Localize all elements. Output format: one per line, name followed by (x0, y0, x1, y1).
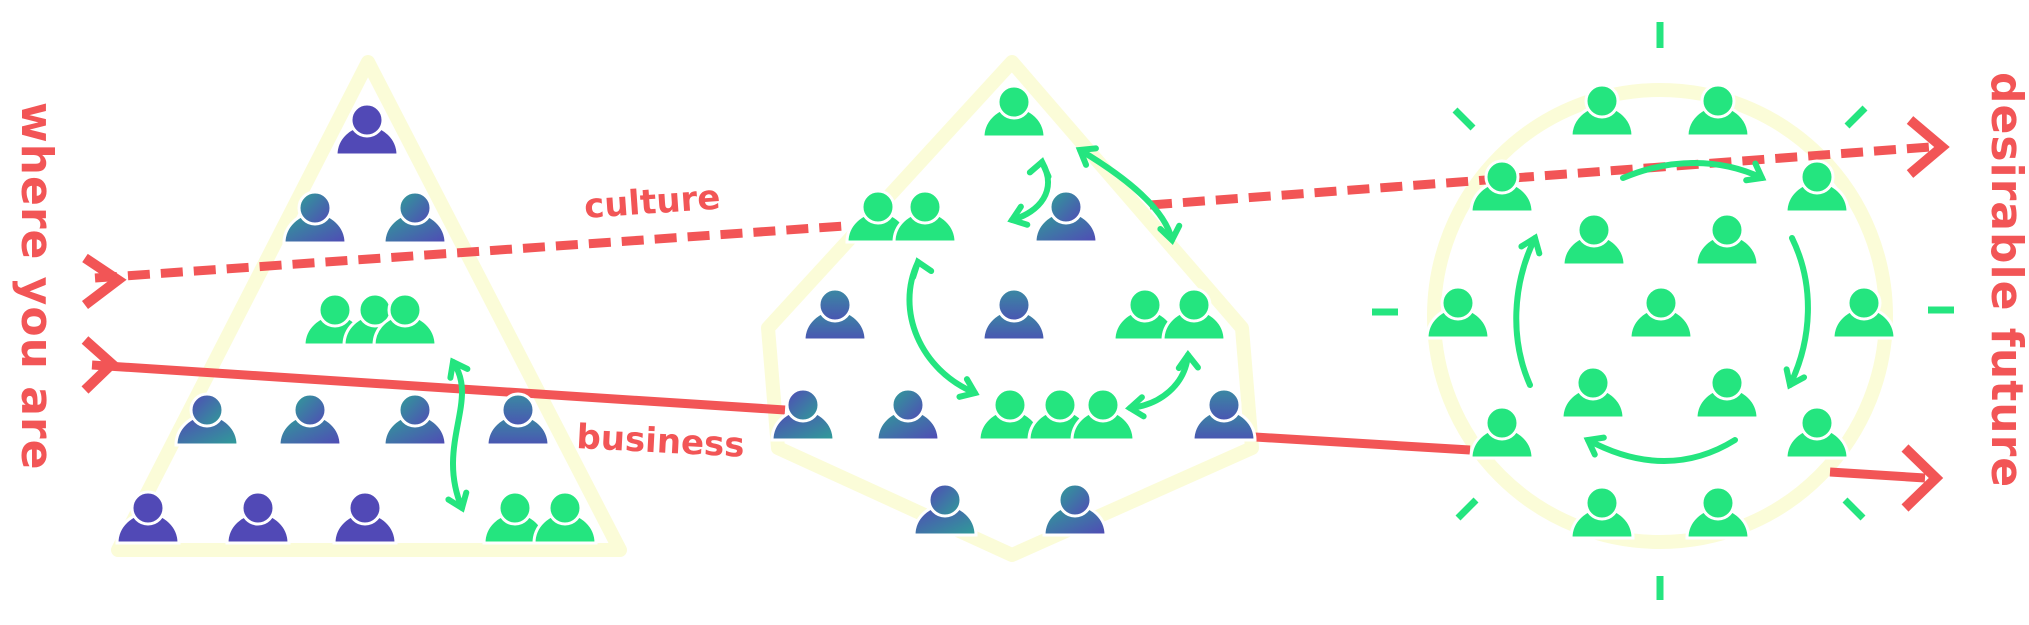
culture-label: culture (583, 178, 722, 227)
tick-top-left (1452, 107, 1476, 131)
person-icon-15 (532, 490, 598, 545)
person-icon-18 (892, 189, 958, 244)
person-icon-46 (1685, 485, 1751, 540)
person-icon-44 (1784, 405, 1850, 460)
person-icon-38 (1425, 285, 1491, 340)
person-icon-11 (115, 490, 181, 545)
end-label: desirable future (1981, 72, 2029, 488)
start-label: where you are (11, 102, 62, 470)
person-icon-1 (334, 102, 400, 157)
person-icon-3 (382, 190, 448, 245)
person-icon-20 (802, 287, 868, 342)
person-icon-23 (1161, 287, 1227, 342)
arrowhead-icon-6-1 (1743, 160, 1767, 184)
person-icon-35 (1784, 159, 1850, 214)
arrowhead-icon-2-1 (1026, 157, 1052, 180)
people-layer (115, 83, 1897, 545)
person-icon-29 (1191, 387, 1257, 442)
tick-top-right (1844, 105, 1868, 129)
arrowhead-icon-5-2 (1125, 394, 1147, 420)
person-icon-12 (225, 490, 291, 545)
person-icon-24 (770, 387, 836, 442)
person-icon-41 (1560, 365, 1626, 420)
interaction-arrow-8 (1585, 437, 1738, 464)
flow-lines (81, 116, 1950, 512)
person-icon-13 (332, 490, 398, 545)
arrowhead-icon-7-1 (1783, 366, 1808, 390)
person-icon-43 (1469, 405, 1535, 460)
start-fork-top-icon (81, 253, 127, 309)
interaction-arrows (445, 145, 1811, 513)
transition-pentagon-halo (761, 55, 1259, 562)
arrowhead-icon-1-1 (447, 357, 471, 381)
arrowhead-icon-4-1 (910, 257, 935, 281)
person-icon-9 (382, 392, 448, 447)
person-icon-31 (1042, 482, 1108, 537)
person-icon-42 (1694, 365, 1760, 420)
person-icon-8 (277, 392, 343, 447)
interaction-arrow-9 (1513, 235, 1538, 388)
person-icon-30 (912, 482, 978, 537)
person-icon-22 (1112, 287, 1178, 342)
person-icon-32 (1569, 83, 1635, 138)
culture-arrowhead-icon (1906, 116, 1950, 178)
radiance-ticks (1372, 22, 1954, 600)
person-icon-16 (981, 84, 1047, 139)
person-icon-28 (1070, 387, 1136, 442)
interaction-arrow-4 (906, 259, 978, 396)
business-arrowhead-icon (1901, 444, 1944, 512)
interaction-arrow-1 (450, 359, 465, 511)
arrowhead-icon-3-2 (1157, 222, 1183, 245)
person-icon-39 (1628, 285, 1694, 340)
culture-dashed-line (94, 142, 1931, 283)
arrowhead-icon-3-1 (1075, 145, 1099, 168)
person-icon-7 (174, 392, 240, 447)
interaction-arrow-5 (1127, 352, 1191, 411)
interaction-arrow-3 (1077, 147, 1175, 243)
person-icon-33 (1685, 83, 1751, 138)
tick-bottom-left (1455, 497, 1479, 521)
arrowhead-icon-5-1 (1175, 349, 1201, 372)
person-icon-34 (1469, 159, 1535, 214)
person-icon-6 (372, 292, 438, 347)
person-icon-37 (1694, 212, 1760, 267)
person-icon-2 (282, 190, 348, 245)
person-icon-36 (1561, 212, 1627, 267)
interaction-arrow-6 (1620, 160, 1765, 181)
interaction-arrow-7 (1787, 235, 1811, 388)
person-icon-10 (485, 392, 551, 447)
person-icon-25 (875, 387, 941, 442)
arrowhead-icon-2-2 (1007, 203, 1031, 228)
start-fork-bottom-icon (81, 336, 120, 394)
arrowhead-icon-4-2 (956, 376, 980, 400)
person-icon-26 (977, 387, 1043, 442)
arrowhead-icon-9-1 (1518, 233, 1543, 257)
business-label: business (576, 417, 746, 466)
person-icon-40 (1831, 285, 1897, 340)
tick-bottom-right (1842, 497, 1866, 521)
person-icon-21 (981, 287, 1047, 342)
person-icon-14 (482, 490, 548, 545)
arrowhead-icon-8-1 (1583, 434, 1607, 458)
hierarchy-triangle-halo (111, 55, 627, 557)
arrowhead-icon-1-2 (445, 489, 470, 513)
person-icon-19 (1033, 189, 1099, 244)
person-icon-45 (1569, 485, 1635, 540)
business-line (91, 360, 1926, 483)
